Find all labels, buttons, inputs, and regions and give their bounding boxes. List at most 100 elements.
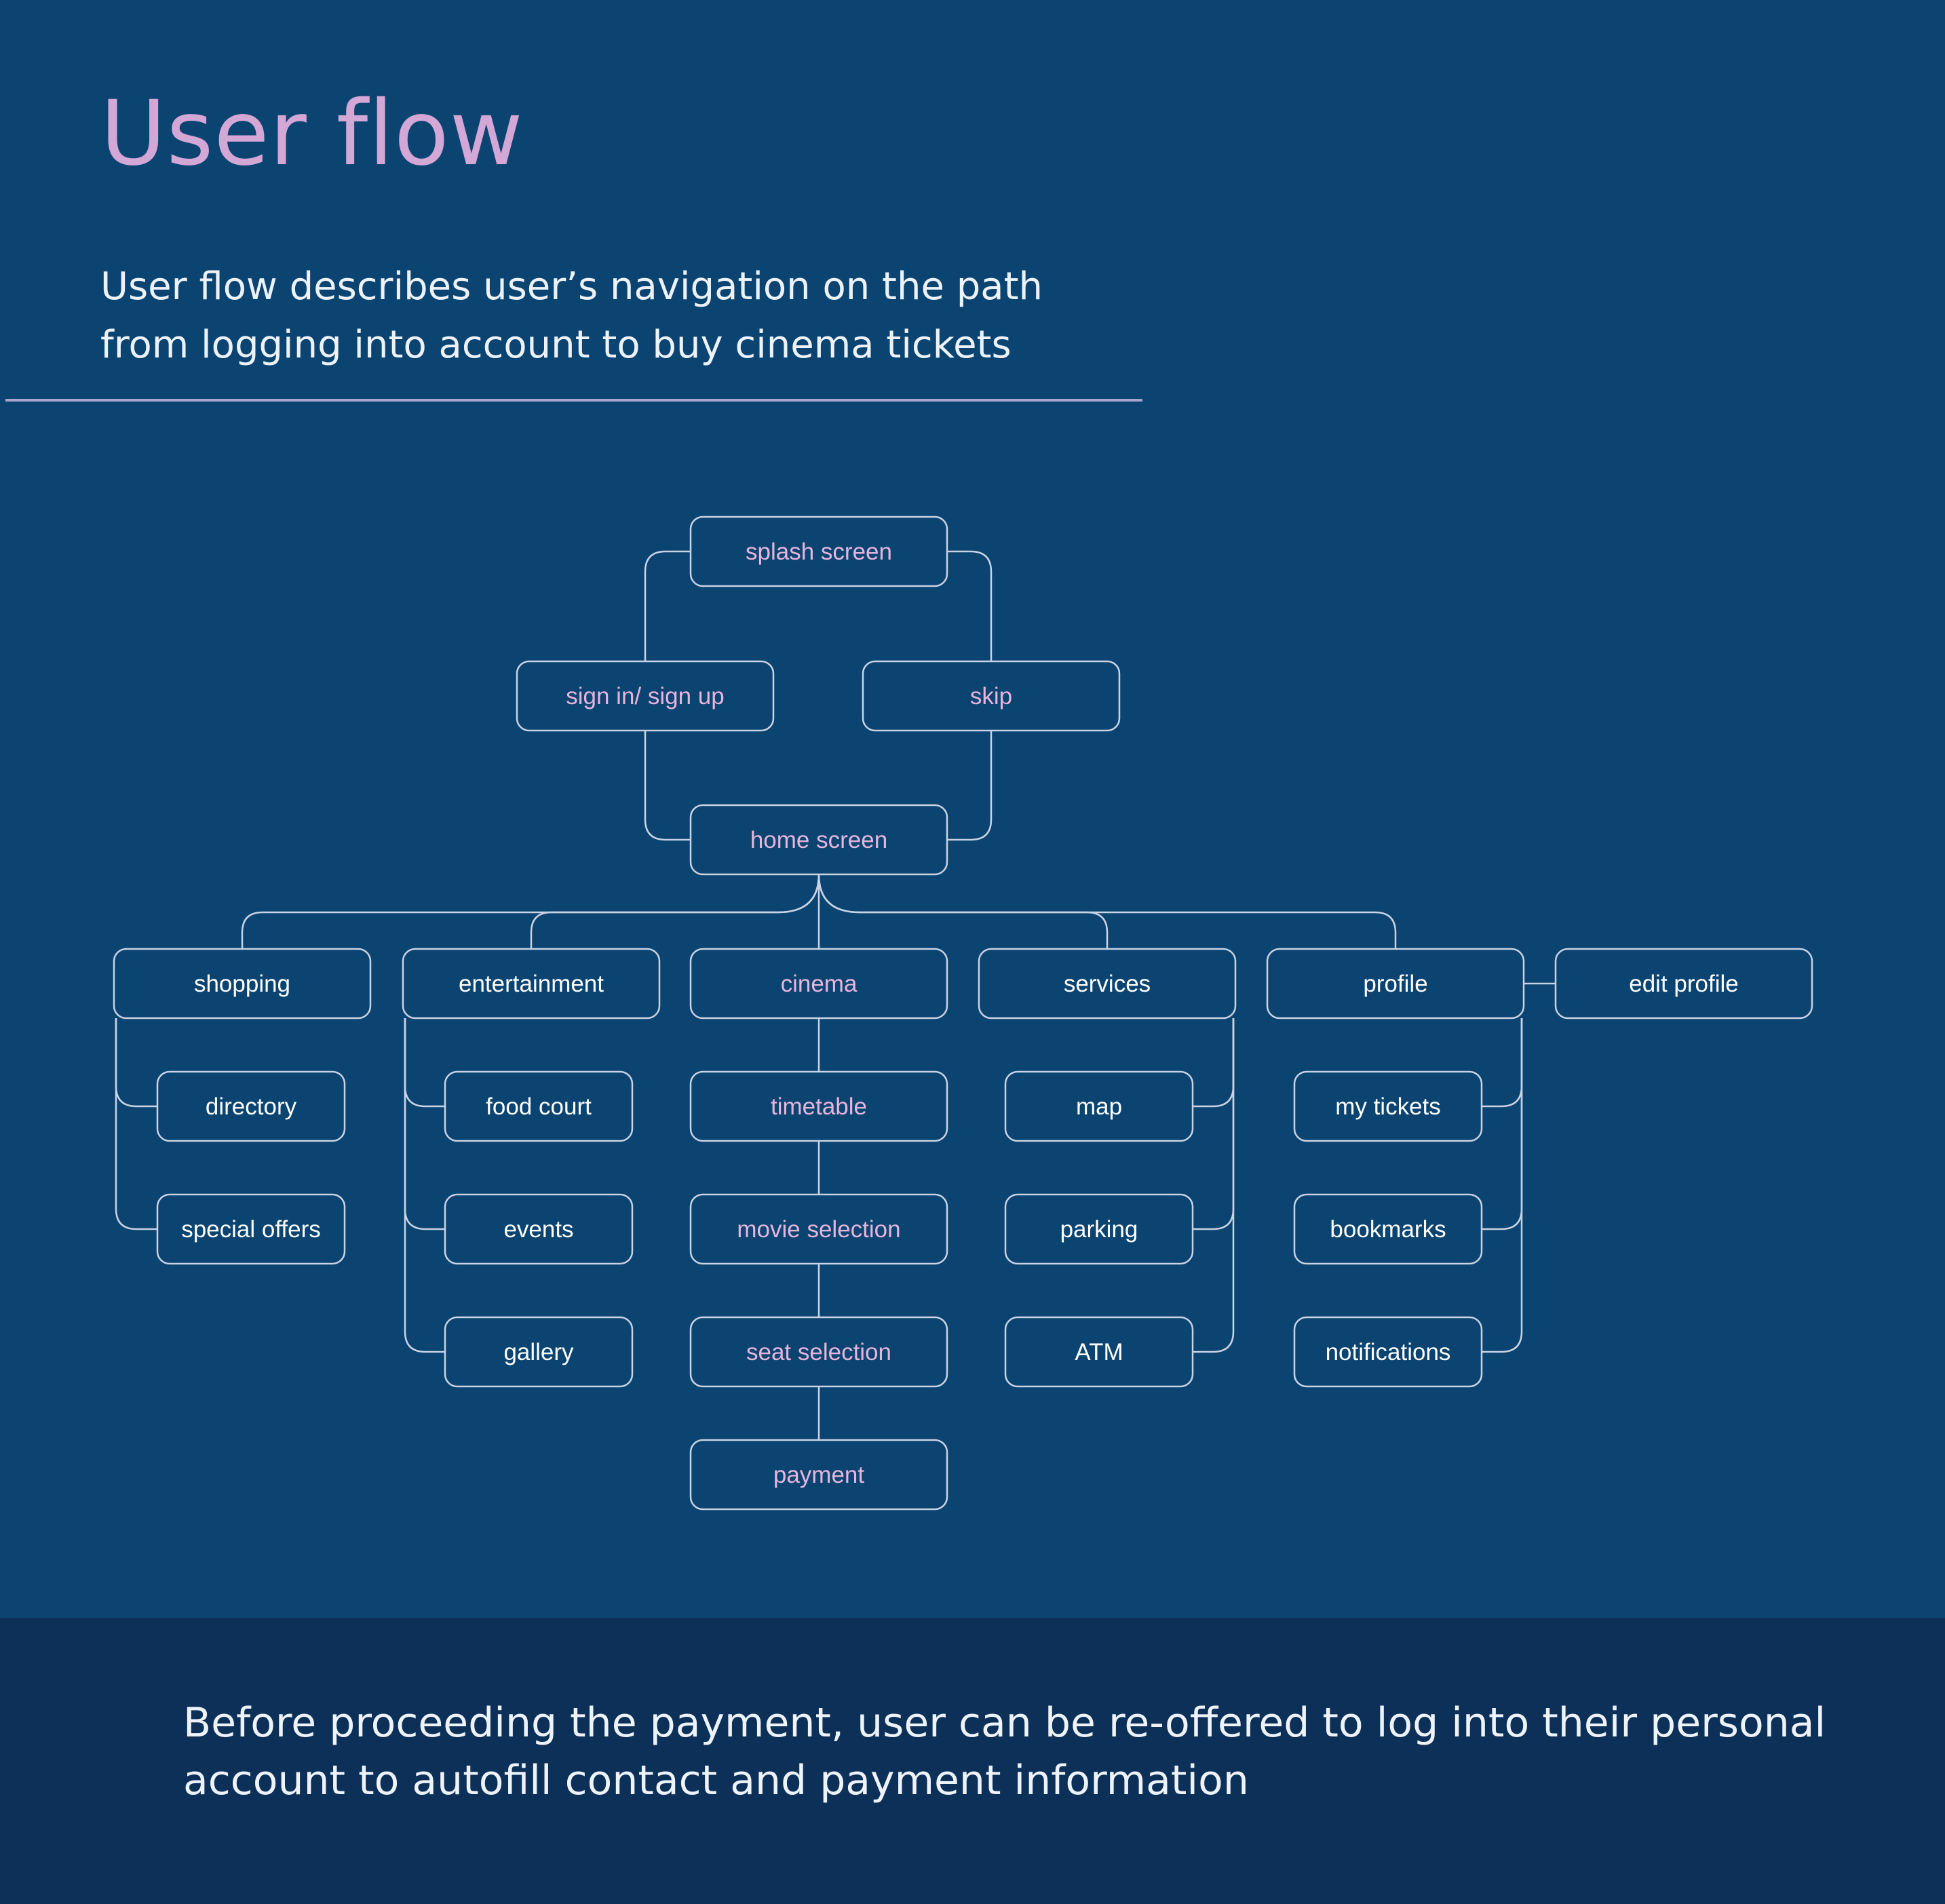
node-parking-label: parking xyxy=(1060,1216,1138,1243)
node-bookmarks: bookmarks xyxy=(1293,1193,1483,1265)
node-entertainment-label: entertainment xyxy=(459,971,604,997)
node-entertainment-box xyxy=(402,948,661,1019)
node-atm-label: ATM xyxy=(1075,1339,1123,1365)
node-movieselection-label: movie selection xyxy=(737,1216,900,1243)
node-atm-box xyxy=(1004,1316,1194,1388)
node-gallery: gallery xyxy=(444,1316,634,1388)
node-editprofile-box xyxy=(1554,948,1813,1019)
connector-services-to-parking xyxy=(1193,1018,1235,1230)
node-seatselection-label: seat selection xyxy=(746,1339,891,1365)
node-skip-box xyxy=(862,660,1121,732)
node-payment-label: payment xyxy=(773,1462,865,1488)
title-divider xyxy=(5,399,1142,402)
connector-shopping-to-specialoffers xyxy=(115,1018,157,1230)
node-movieselection: movie selection xyxy=(689,1193,948,1265)
node-parking: parking xyxy=(1004,1193,1194,1265)
node-home-box xyxy=(689,804,948,876)
node-specialoffers: special offers xyxy=(156,1193,346,1265)
node-skip-label: skip xyxy=(970,683,1012,710)
connector-shopping-to-directory xyxy=(115,1018,157,1108)
connector-services-to-atm xyxy=(1193,1018,1235,1353)
node-notifications: notifications xyxy=(1293,1316,1483,1388)
connector-entertainment-to-events xyxy=(404,1018,445,1230)
node-foodcourt: food court xyxy=(444,1070,634,1142)
node-cinema-label: cinema xyxy=(781,971,858,997)
connector-signin-to-home xyxy=(644,731,691,841)
node-mytickets-label: my tickets xyxy=(1335,1093,1441,1120)
node-mytickets: my tickets xyxy=(1293,1070,1483,1142)
node-timetable-label: timetable xyxy=(771,1093,867,1120)
node-specialoffers-label: special offers xyxy=(181,1216,321,1243)
connector-entertainment-to-gallery xyxy=(404,1018,445,1353)
node-services-box xyxy=(978,948,1237,1019)
node-bookmarks-box xyxy=(1293,1193,1483,1265)
node-splash-box xyxy=(689,516,948,587)
node-map-label: map xyxy=(1076,1093,1122,1120)
footer-line-2: account to autofill contact and payment … xyxy=(183,1757,1249,1804)
node-editprofile-label: edit profile xyxy=(1629,971,1738,997)
connector-entertainment-to-foodcourt xyxy=(404,1018,445,1108)
node-services: services xyxy=(978,948,1237,1019)
node-gallery-label: gallery xyxy=(503,1339,574,1365)
node-timetable: timetable xyxy=(689,1070,948,1142)
node-bookmarks-label: bookmarks xyxy=(1330,1216,1446,1243)
connector-services-to-map xyxy=(1193,1018,1235,1108)
node-signin-label: sign in/ sign up xyxy=(566,683,724,710)
flow-nodes: splash screen sign in/ sign up skip home sc… xyxy=(113,516,1813,1511)
node-home-label: home screen xyxy=(750,827,887,853)
connector-profile-to-mytickets xyxy=(1482,1018,1523,1108)
node-events-box xyxy=(444,1193,634,1265)
connector-profile-to-notifications xyxy=(1482,1018,1523,1353)
node-seatselection-box xyxy=(689,1316,948,1388)
node-home: home screen xyxy=(689,804,948,876)
node-skip: skip xyxy=(862,660,1121,732)
node-profile-box xyxy=(1266,948,1525,1019)
node-specialoffers-box xyxy=(156,1193,346,1265)
node-directory-box xyxy=(156,1070,346,1142)
node-timetable-box xyxy=(689,1070,948,1142)
node-notifications-box xyxy=(1293,1316,1483,1388)
node-parking-box xyxy=(1004,1193,1194,1265)
node-payment-box xyxy=(689,1439,948,1511)
node-map: map xyxy=(1004,1070,1194,1142)
node-events: events xyxy=(444,1193,634,1265)
node-editprofile: edit profile xyxy=(1554,948,1813,1019)
node-mytickets-box xyxy=(1293,1070,1483,1142)
node-atm: ATM xyxy=(1004,1316,1194,1388)
node-services-label: services xyxy=(1064,971,1151,997)
node-cinema: cinema xyxy=(689,948,948,1019)
node-directory: directory xyxy=(156,1070,346,1142)
user-flow-diagram: splash screen sign in/ sign up skip home sc… xyxy=(113,516,1813,1511)
subtitle-line-1: User flow describes user’s navigation on… xyxy=(100,265,1043,309)
node-payment: payment xyxy=(689,1439,948,1511)
node-movieselection-box xyxy=(689,1193,948,1265)
node-notifications-label: notifications xyxy=(1326,1339,1451,1365)
subtitle-line-2: from logging into account to buy cinema … xyxy=(100,323,1012,367)
connector-splash-to-skip xyxy=(947,550,993,661)
node-events-label: events xyxy=(503,1216,573,1243)
node-shopping-label: shopping xyxy=(194,971,290,997)
connector-splash-to-signin xyxy=(644,550,691,661)
connector-profile-to-bookmarks xyxy=(1482,1018,1523,1230)
node-profile: profile xyxy=(1266,948,1525,1019)
node-entertainment: entertainment xyxy=(402,948,661,1019)
node-signin: sign in/ sign up xyxy=(516,660,775,732)
node-profile-label: profile xyxy=(1363,971,1427,997)
node-shopping: shopping xyxy=(113,948,372,1019)
node-cinema-box xyxy=(689,948,948,1019)
connector-home-to-profile xyxy=(817,874,1397,949)
node-foodcourt-label: food court xyxy=(486,1093,592,1120)
node-gallery-box xyxy=(444,1316,634,1388)
page-title: User flow xyxy=(100,81,524,186)
node-shopping-box xyxy=(113,948,372,1019)
node-splash: splash screen xyxy=(689,516,948,587)
node-foodcourt-box xyxy=(444,1070,634,1142)
connector-skip-to-home xyxy=(947,731,993,841)
footer-note: Before proceeding the payment, user can … xyxy=(0,1618,1945,1904)
node-signin-box xyxy=(516,660,775,732)
node-directory-label: directory xyxy=(206,1093,297,1120)
connector-home-to-entertainment xyxy=(530,874,820,949)
node-map-box xyxy=(1004,1070,1194,1142)
footer-line-1: Before proceeding the payment, user can … xyxy=(183,1699,1826,1747)
node-splash-label: splash screen xyxy=(746,539,892,565)
